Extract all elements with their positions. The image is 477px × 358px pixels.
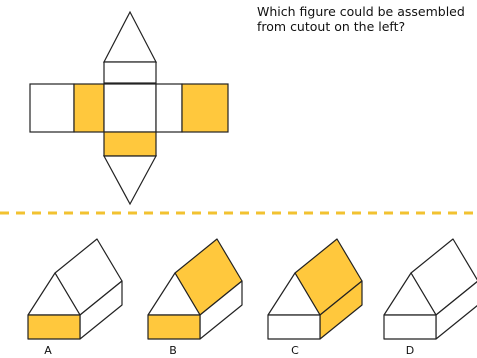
option-b-label: B xyxy=(169,344,177,357)
option-a-front xyxy=(27,314,81,340)
option-b-front xyxy=(147,314,201,340)
option-a-figure[interactable] xyxy=(27,238,123,340)
option-c-front xyxy=(267,314,321,340)
option-c-figure[interactable] xyxy=(267,238,363,340)
net-far-right-panel-shaded xyxy=(181,83,229,133)
net-far-left-panel xyxy=(29,83,75,133)
net-left-panel-shaded xyxy=(73,83,105,133)
net-right-panel xyxy=(155,83,183,133)
net-bottom-triangle xyxy=(102,155,158,206)
option-d-figure[interactable] xyxy=(383,238,477,340)
option-d-front xyxy=(383,314,437,340)
option-c-label: C xyxy=(291,344,299,357)
cutout-net xyxy=(29,10,229,206)
net-top-triangle xyxy=(103,10,157,63)
question-text: Which figure could be assembled from cut… xyxy=(257,4,465,34)
net-bottom-square-shaded xyxy=(103,131,157,157)
net-top-square xyxy=(103,61,157,84)
option-d-label: D xyxy=(406,344,414,357)
option-b-figure[interactable] xyxy=(147,238,243,340)
net-center-square xyxy=(103,83,157,133)
option-a-label: A xyxy=(44,344,52,357)
